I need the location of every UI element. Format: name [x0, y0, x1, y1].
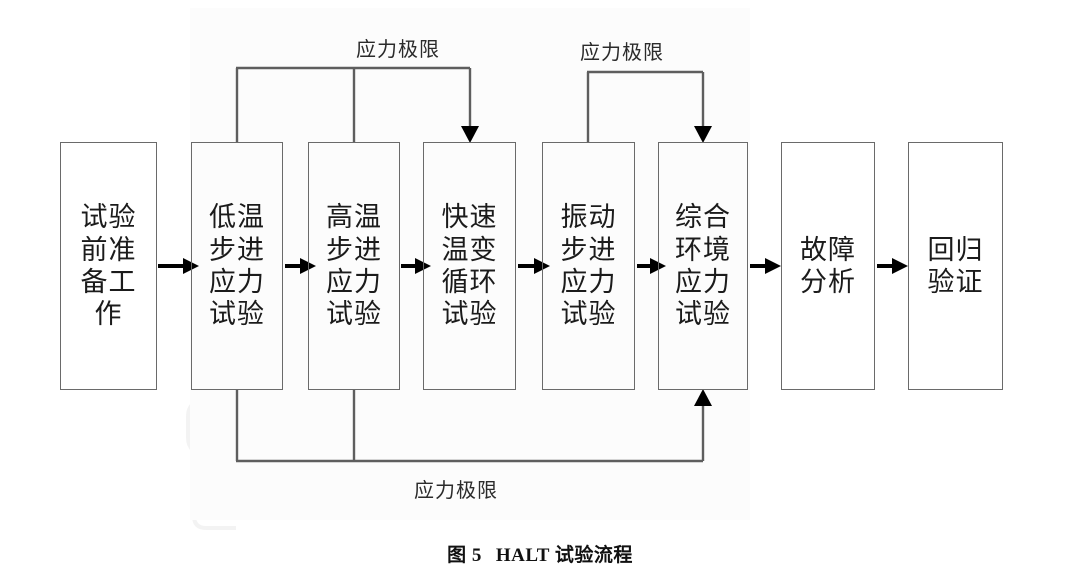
node-combined-environment-stress[interactable]: 综合环境应力试验 [658, 142, 748, 390]
figure-caption-number: 图 5 [447, 545, 482, 566]
node-regression-verification-label: 回归验证 [927, 234, 984, 297]
node-high-temp-step-stress[interactable]: 高温步进应力试验 [308, 142, 400, 390]
feedback-label-top-left: 应力极限 [356, 39, 440, 61]
arrow-combined-to-failure [750, 258, 781, 274]
feedback-loop-top-left [235, 66, 472, 142]
feedback-arrowhead-combined-bottom [694, 389, 712, 406]
figure-caption-title: HALT 试验流程 [495, 545, 633, 566]
feedback-label-bottom: 应力极限 [414, 480, 498, 502]
feedback-label-top-right: 应力极限 [580, 42, 664, 64]
node-high-temp-step-stress-label: 高温步进应力试验 [326, 202, 382, 330]
node-prep[interactable]: 试验前准备工作 [60, 142, 157, 390]
feedback-loop-bottom [235, 390, 705, 463]
node-low-temp-step-stress[interactable]: 低温步进应力试验 [191, 142, 283, 390]
node-combined-environment-stress-label: 综合环境应力试验 [675, 202, 731, 330]
node-vibration-step-stress[interactable]: 振动步进应力试验 [542, 142, 635, 390]
node-rapid-temp-cycle[interactable]: 快速温变循环试验 [423, 142, 516, 390]
arrow-failure-to-regress [877, 258, 908, 274]
node-rapid-temp-cycle-label: 快速温变循环试验 [441, 202, 498, 330]
node-low-temp-step-stress-label: 低温步进应力试验 [209, 202, 265, 330]
feedback-loop-top-right [586, 70, 705, 142]
feedback-arrowhead-temp-cycle [461, 126, 479, 143]
node-failure-analysis-label: 故障分析 [800, 234, 856, 297]
node-regression-verification[interactable]: 回归验证 [908, 142, 1003, 390]
node-prep-label: 试验前准备工作 [80, 202, 137, 330]
node-failure-analysis[interactable]: 故障分析 [781, 142, 875, 390]
feedback-arrowhead-combined-top [694, 126, 712, 143]
figure-caption: 图 5 HALT 试验流程 [0, 540, 1080, 567]
node-vibration-step-stress-label: 振动步进应力试验 [560, 202, 617, 330]
